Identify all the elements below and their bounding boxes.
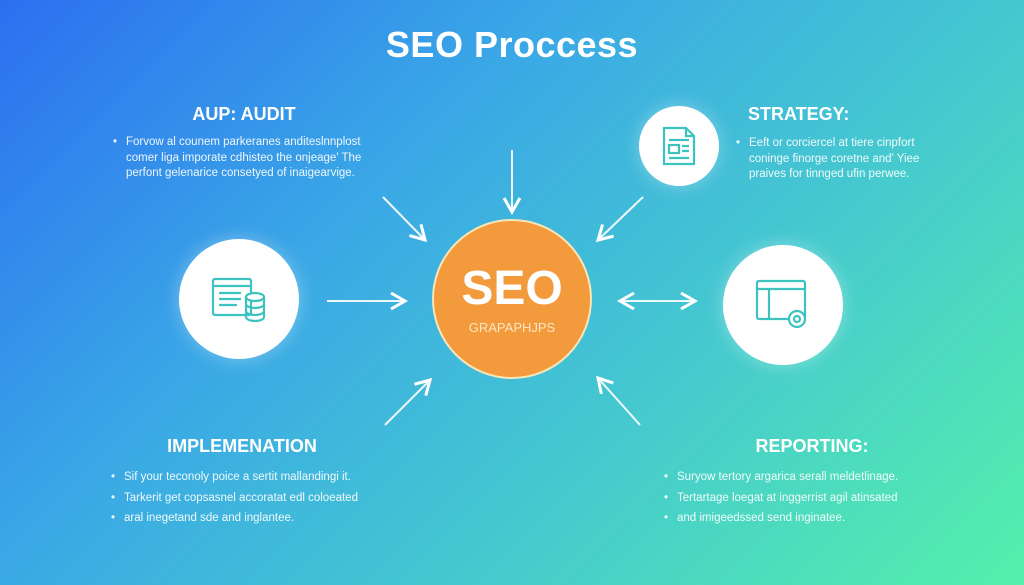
audit-heading: AUP: AUDIT bbox=[192, 104, 296, 124]
strategy-text: Eeft or corciercel at tiere cinpfort con… bbox=[736, 136, 936, 183]
audit-icon-circle bbox=[179, 239, 299, 359]
implementation-bullet: aral inegetand sde and inglantee. bbox=[111, 511, 411, 527]
audit-line-text: perfont gelenarice consetyed of inaigear… bbox=[126, 167, 355, 179]
arrow-reporting bbox=[595, 375, 641, 426]
document-icon bbox=[662, 126, 696, 166]
strategy-icon-circle bbox=[639, 106, 719, 186]
reporting-heading: REPORTING: bbox=[755, 436, 869, 456]
audit-line: Forvow al counem parkeranes anditeslnnpl… bbox=[113, 135, 383, 151]
reporting-bullet: and imigeedssed send inginatee. bbox=[664, 511, 964, 527]
seo-center-circle: SEO GRAPAPHJPS bbox=[432, 219, 592, 379]
reporting-icon-circle bbox=[723, 245, 843, 365]
strategy-line-text: coninge finorge coretne and' Yiee bbox=[749, 152, 920, 165]
implementation-heading: IMPLEMENATION bbox=[167, 436, 317, 456]
dashboard-gear-icon bbox=[755, 279, 807, 329]
strategy-line: coninge finorge coretne and' Yiee bbox=[736, 152, 936, 168]
page-title: SEO Proccess bbox=[385, 24, 639, 65]
audit-text: Forvow al counem parkeranes anditeslnnpl… bbox=[113, 135, 383, 182]
strategy-line-text: praives for tinnged ufin perwee. bbox=[749, 168, 910, 180]
arrow-implementation bbox=[384, 377, 433, 426]
seo-label: SEO bbox=[461, 261, 563, 315]
strategy-heading: STRATEGY: bbox=[748, 104, 850, 124]
audit-line-text: comer liga imporate cdhisteo the onjeage… bbox=[126, 151, 362, 164]
reporting-bullet: Suryow tertory argarica serall meldetlin… bbox=[664, 470, 964, 486]
database-report-icon bbox=[211, 277, 266, 323]
reporting-list: Suryow tertory argarica serall meldetlin… bbox=[664, 470, 964, 532]
reporting-bullet: Tertartage loegat at inggerrist agil ati… bbox=[664, 491, 964, 507]
audit-line: perfont gelenarice consetyed of inaigear… bbox=[113, 166, 383, 182]
audit-line: comer liga imporate cdhisteo the onjeage… bbox=[113, 151, 383, 167]
arrow-strategy bbox=[595, 196, 644, 243]
arrow-audit bbox=[382, 196, 428, 243]
implementation-list: Sif your teconoly poice a sertit malland… bbox=[111, 470, 411, 532]
implementation-bullet: Tarkerit get copsasnel accoratat edl col… bbox=[111, 491, 411, 507]
strategy-line: Eeft or corciercel at tiere cinpfort bbox=[736, 136, 936, 152]
implementation-bullet: Sif your teconoly poice a sertit malland… bbox=[111, 470, 411, 486]
strategy-line: praives for tinnged ufin perwee. bbox=[736, 167, 936, 183]
seo-sublabel: GRAPAPHJPS bbox=[468, 319, 556, 335]
